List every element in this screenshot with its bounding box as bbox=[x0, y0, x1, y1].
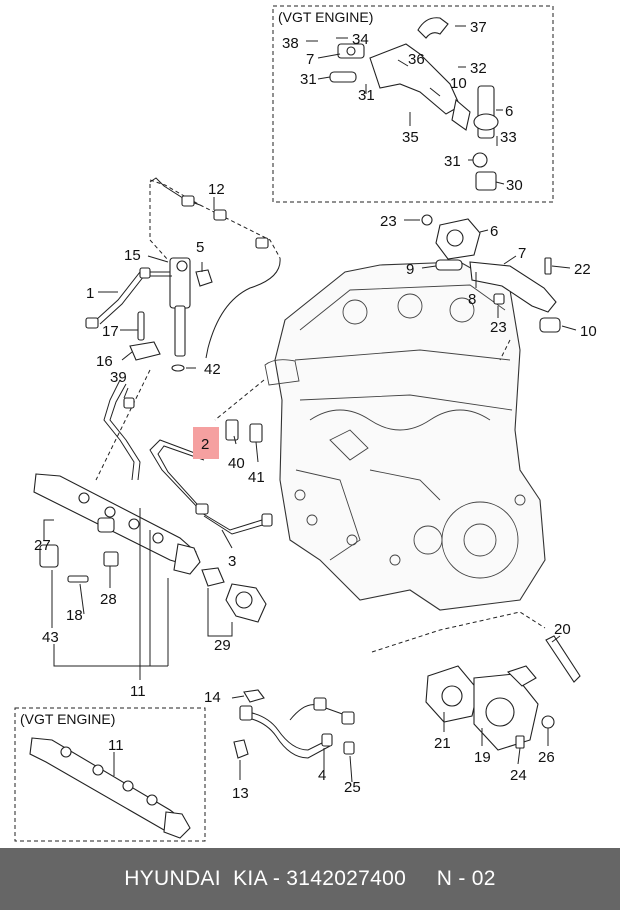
callout-35: 35 bbox=[402, 129, 419, 146]
callout-2: 2 bbox=[201, 436, 209, 453]
return-pipe-group bbox=[233, 689, 355, 759]
egr-pipe-right bbox=[469, 261, 557, 313]
callout-12: 12 bbox=[208, 181, 225, 198]
callout-25: 25 bbox=[344, 779, 361, 796]
clamp-part bbox=[129, 341, 161, 361]
callout-33: 33 bbox=[500, 129, 517, 146]
injector-group bbox=[85, 177, 281, 481]
callout-40: 40 bbox=[228, 455, 245, 472]
vgt-engine-box-bottom: (VGT ENGINE) bbox=[14, 707, 206, 842]
callout-7-right: 7 bbox=[518, 245, 526, 262]
callout-37: 37 bbox=[470, 19, 487, 36]
callout-5: 5 bbox=[196, 239, 204, 256]
gasket-part bbox=[329, 71, 357, 83]
sensor-right bbox=[545, 635, 581, 683]
callout-41: 41 bbox=[248, 469, 265, 486]
callout-27: 27 bbox=[34, 537, 51, 554]
rail-group bbox=[33, 379, 273, 623]
pressure-sensor-part bbox=[39, 544, 59, 568]
callout-39: 39 bbox=[110, 369, 127, 386]
washer-part bbox=[472, 152, 488, 168]
callout-10-top: 10 bbox=[450, 75, 467, 92]
callout-8: 8 bbox=[468, 291, 476, 308]
callout-14: 14 bbox=[204, 689, 221, 706]
callout-24: 24 bbox=[510, 767, 527, 784]
highlight-box bbox=[193, 427, 219, 459]
callout-36: 36 bbox=[408, 51, 425, 68]
callout-13: 13 bbox=[232, 785, 249, 802]
footer-bar: HYUNDAI KIA - 3142027400 N - 02 bbox=[0, 848, 620, 910]
callout-29: 29 bbox=[214, 637, 231, 654]
parts-diagram: (VGT ENGINE) 37 38 34 7 36 32 31 10 31 6… bbox=[14, 5, 597, 842]
thermostat-group bbox=[371, 611, 581, 751]
callout-3: 3 bbox=[228, 553, 236, 570]
callout-15: 15 bbox=[124, 247, 141, 264]
egr-pipe-part bbox=[369, 43, 461, 115]
callout-30: 30 bbox=[506, 177, 523, 194]
callout-32: 32 bbox=[470, 60, 487, 77]
callout-1: 1 bbox=[86, 285, 94, 302]
callout-10-right: 10 bbox=[580, 323, 597, 340]
sensor-part bbox=[475, 171, 497, 191]
callout-23-top: 23 bbox=[380, 213, 397, 230]
callout-11-vgt: 11 bbox=[108, 737, 124, 754]
callout-42: 42 bbox=[204, 361, 221, 378]
callout-31-top: 31 bbox=[300, 71, 317, 88]
callout-19: 19 bbox=[474, 749, 491, 766]
callout-31-mid: 31 bbox=[358, 87, 375, 104]
callout-17: 17 bbox=[102, 323, 119, 340]
callout-16: 16 bbox=[96, 353, 113, 370]
callout-6-top: 6 bbox=[505, 103, 513, 120]
callout-9: 9 bbox=[406, 261, 414, 278]
callout-21: 21 bbox=[434, 735, 451, 752]
callout-38: 38 bbox=[282, 35, 299, 52]
egr-group-right bbox=[421, 214, 561, 333]
callout-23-mid: 23 bbox=[490, 319, 507, 336]
callout-18: 18 bbox=[66, 607, 83, 624]
callout-6-right: 6 bbox=[490, 223, 498, 240]
engine-block bbox=[264, 261, 546, 611]
callout-20: 20 bbox=[554, 621, 571, 638]
callout-43: 43 bbox=[42, 629, 59, 646]
callout-22: 22 bbox=[574, 261, 591, 278]
vgt-box-title-bottom: (VGT ENGINE) bbox=[20, 711, 115, 727]
callout-26: 26 bbox=[538, 749, 555, 766]
hose-elbow-part bbox=[417, 17, 449, 39]
callout-7-top: 7 bbox=[306, 51, 314, 68]
callout-31-low: 31 bbox=[444, 153, 461, 170]
callout-11-main: 11 bbox=[130, 683, 146, 700]
vgt-box-title-top: (VGT ENGINE) bbox=[278, 9, 373, 25]
callout-34: 34 bbox=[352, 31, 369, 48]
vgt-engine-box-top: (VGT ENGINE) bbox=[272, 5, 554, 203]
callout-28: 28 bbox=[100, 591, 117, 608]
callout-4: 4 bbox=[318, 767, 326, 784]
